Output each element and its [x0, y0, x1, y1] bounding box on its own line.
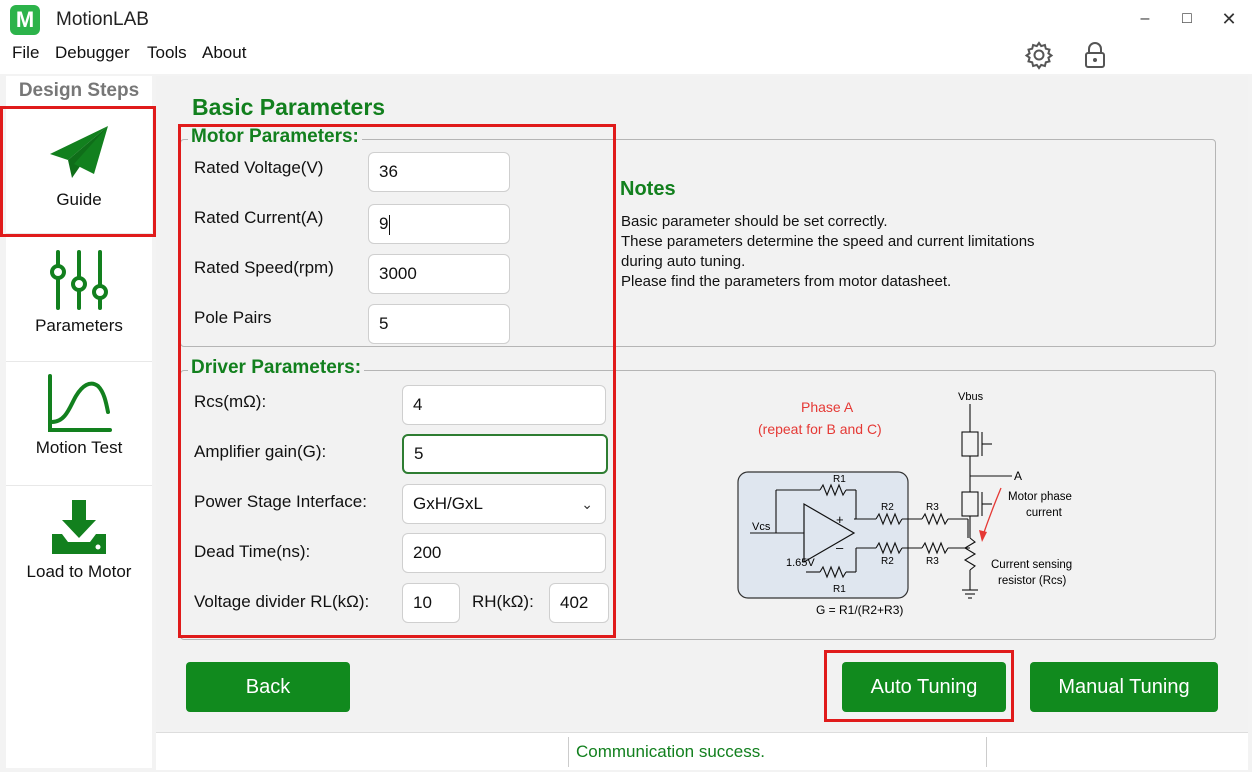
node-a-label: A — [1014, 469, 1022, 483]
status-divider — [986, 737, 987, 767]
rated-current-label: Rated Current(A) — [194, 208, 324, 227]
rated-speed-input[interactable]: 3000 — [368, 254, 510, 294]
minimize-button[interactable]: – — [1140, 10, 1150, 27]
menu-tools[interactable]: Tools — [147, 43, 187, 62]
rated-voltage-input[interactable]: 36 — [368, 152, 510, 192]
status-divider — [568, 737, 569, 767]
current-sense-label: Current sensing — [991, 559, 1072, 571]
download-icon — [52, 500, 106, 554]
motor-current-label-2: current — [1026, 507, 1063, 519]
vref-label: 1.65V — [786, 557, 815, 569]
motor-parameters-legend: Motor Parameters: — [188, 126, 362, 148]
motor-current-label: Motor phase — [1008, 491, 1072, 503]
paper-plane-icon — [50, 126, 108, 178]
vcs-label: Vcs — [752, 521, 771, 533]
sidebar-step-motion-test[interactable]: Motion Test — [6, 362, 152, 486]
r2-top-label: R2 — [881, 502, 894, 513]
power-stage-select[interactable]: GxH/GxL ⌄ — [402, 484, 606, 524]
menu-about[interactable]: About — [202, 43, 247, 62]
notes-line: Basic parameter should be set correctly. — [621, 213, 888, 230]
dead-time-input[interactable]: 200 — [402, 533, 606, 573]
rated-speed-label: Rated Speed(rpm) — [194, 258, 334, 277]
power-stage-label: Power Stage Interface: — [194, 492, 367, 511]
dead-time-label: Dead Time(ns): — [194, 542, 311, 561]
sidebar-step-label: Parameters — [35, 316, 123, 335]
notes-line: during auto tuning. — [621, 253, 746, 270]
notes-line: These parameters determine the speed and… — [621, 233, 1035, 250]
title-bar: M MotionLAB – □ ✕ — [0, 0, 1252, 38]
page-title: Basic Parameters — [192, 94, 386, 120]
sidebar-step-label: Load to Motor — [26, 562, 132, 581]
op-amp-minus: – — [836, 540, 844, 555]
pole-pairs-input[interactable]: 5 — [368, 304, 510, 344]
rated-current-value: 9 — [379, 214, 389, 233]
close-button[interactable]: ✕ — [1221, 9, 1237, 29]
current-sense-label-2: resistor (Rcs) — [998, 575, 1067, 587]
voltage-divider-rh-label: RH(kΩ): — [472, 592, 534, 611]
manual-tuning-button[interactable]: Manual Tuning — [1030, 662, 1218, 712]
sidebar-title: Design Steps — [18, 80, 140, 101]
auto-tuning-highlight-box — [824, 650, 1014, 722]
menu-bar: File Debugger Tools About — [0, 38, 1252, 74]
main-panel: Basic Parameters Motor Parameters: Rated… — [156, 76, 1248, 730]
power-stage-value: GxH/GxL — [413, 494, 483, 513]
amplifier-gain-label: Amplifier gain(G): — [194, 442, 327, 461]
vbus-label: Vbus — [958, 392, 984, 403]
status-message: Communication success. — [576, 742, 765, 761]
voltage-divider-rl-input[interactable]: 10 — [402, 583, 460, 623]
back-button[interactable]: Back — [186, 662, 350, 712]
r3-bottom-label: R3 — [926, 556, 939, 567]
auto-tuning-button[interactable]: Auto Tuning — [842, 662, 1006, 712]
sidebar-step-parameters[interactable]: Parameters — [6, 238, 152, 362]
op-amp-plus: + — [836, 512, 844, 527]
notes-title: Notes — [620, 178, 676, 200]
r1-bottom-label: R1 — [833, 584, 846, 595]
app-logo: M — [10, 5, 40, 35]
parameters-highlight-box — [178, 124, 616, 638]
rated-voltage-label: Rated Voltage(V) — [194, 158, 324, 177]
rated-current-input[interactable]: 9 — [368, 204, 510, 244]
phase-title: Phase A — [801, 399, 854, 415]
text-caret — [389, 214, 391, 235]
voltage-divider-rh-input[interactable]: 402 — [549, 583, 609, 623]
menu-file[interactable]: File — [12, 43, 40, 62]
current-sense-circuit-diagram: Phase A (repeat for B and C) + – Vcs 1.6… — [737, 392, 1072, 617]
maximize-button[interactable]: □ — [1182, 10, 1192, 27]
sidebar-step-label: Motion Test — [35, 438, 123, 457]
rcs-label: Rcs(mΩ): — [194, 392, 267, 411]
sidebar-step-load-to-motor[interactable]: Load to Motor — [6, 486, 152, 610]
rcs-input[interactable]: 4 — [402, 385, 606, 425]
status-bar: Communication success. — [156, 732, 1248, 770]
lock-icon[interactable] — [1080, 40, 1110, 70]
r3-top-label: R3 — [926, 502, 939, 513]
voltage-divider-rl-label: Voltage divider RL(kΩ): — [194, 592, 370, 611]
design-steps-sidebar: Design Steps Guide Parameters — [6, 76, 152, 768]
r2-bottom-label: R2 — [881, 556, 894, 567]
chevron-down-icon: ⌄ — [581, 496, 593, 512]
curve-chart-icon — [48, 374, 112, 432]
phase-note: (repeat for B and C) — [758, 421, 882, 437]
app-title: MotionLAB — [56, 9, 149, 30]
amplifier-gain-input[interactable]: 5 — [402, 434, 608, 474]
notes-line: Please find the parameters from motor da… — [621, 273, 952, 290]
menu-debugger[interactable]: Debugger — [55, 43, 130, 62]
driver-parameters-legend: Driver Parameters: — [188, 357, 365, 379]
sliders-icon — [50, 250, 108, 310]
gear-icon[interactable] — [1024, 40, 1054, 70]
r1-top-label: R1 — [833, 474, 846, 485]
guide-highlight-box — [0, 106, 156, 237]
sidebar-step-label: Guide — [56, 190, 102, 209]
pole-pairs-label: Pole Pairs — [194, 308, 272, 327]
sidebar-step-guide[interactable]: Guide — [6, 110, 152, 234]
gain-formula: G = R1/(R2+R3) — [816, 603, 903, 617]
